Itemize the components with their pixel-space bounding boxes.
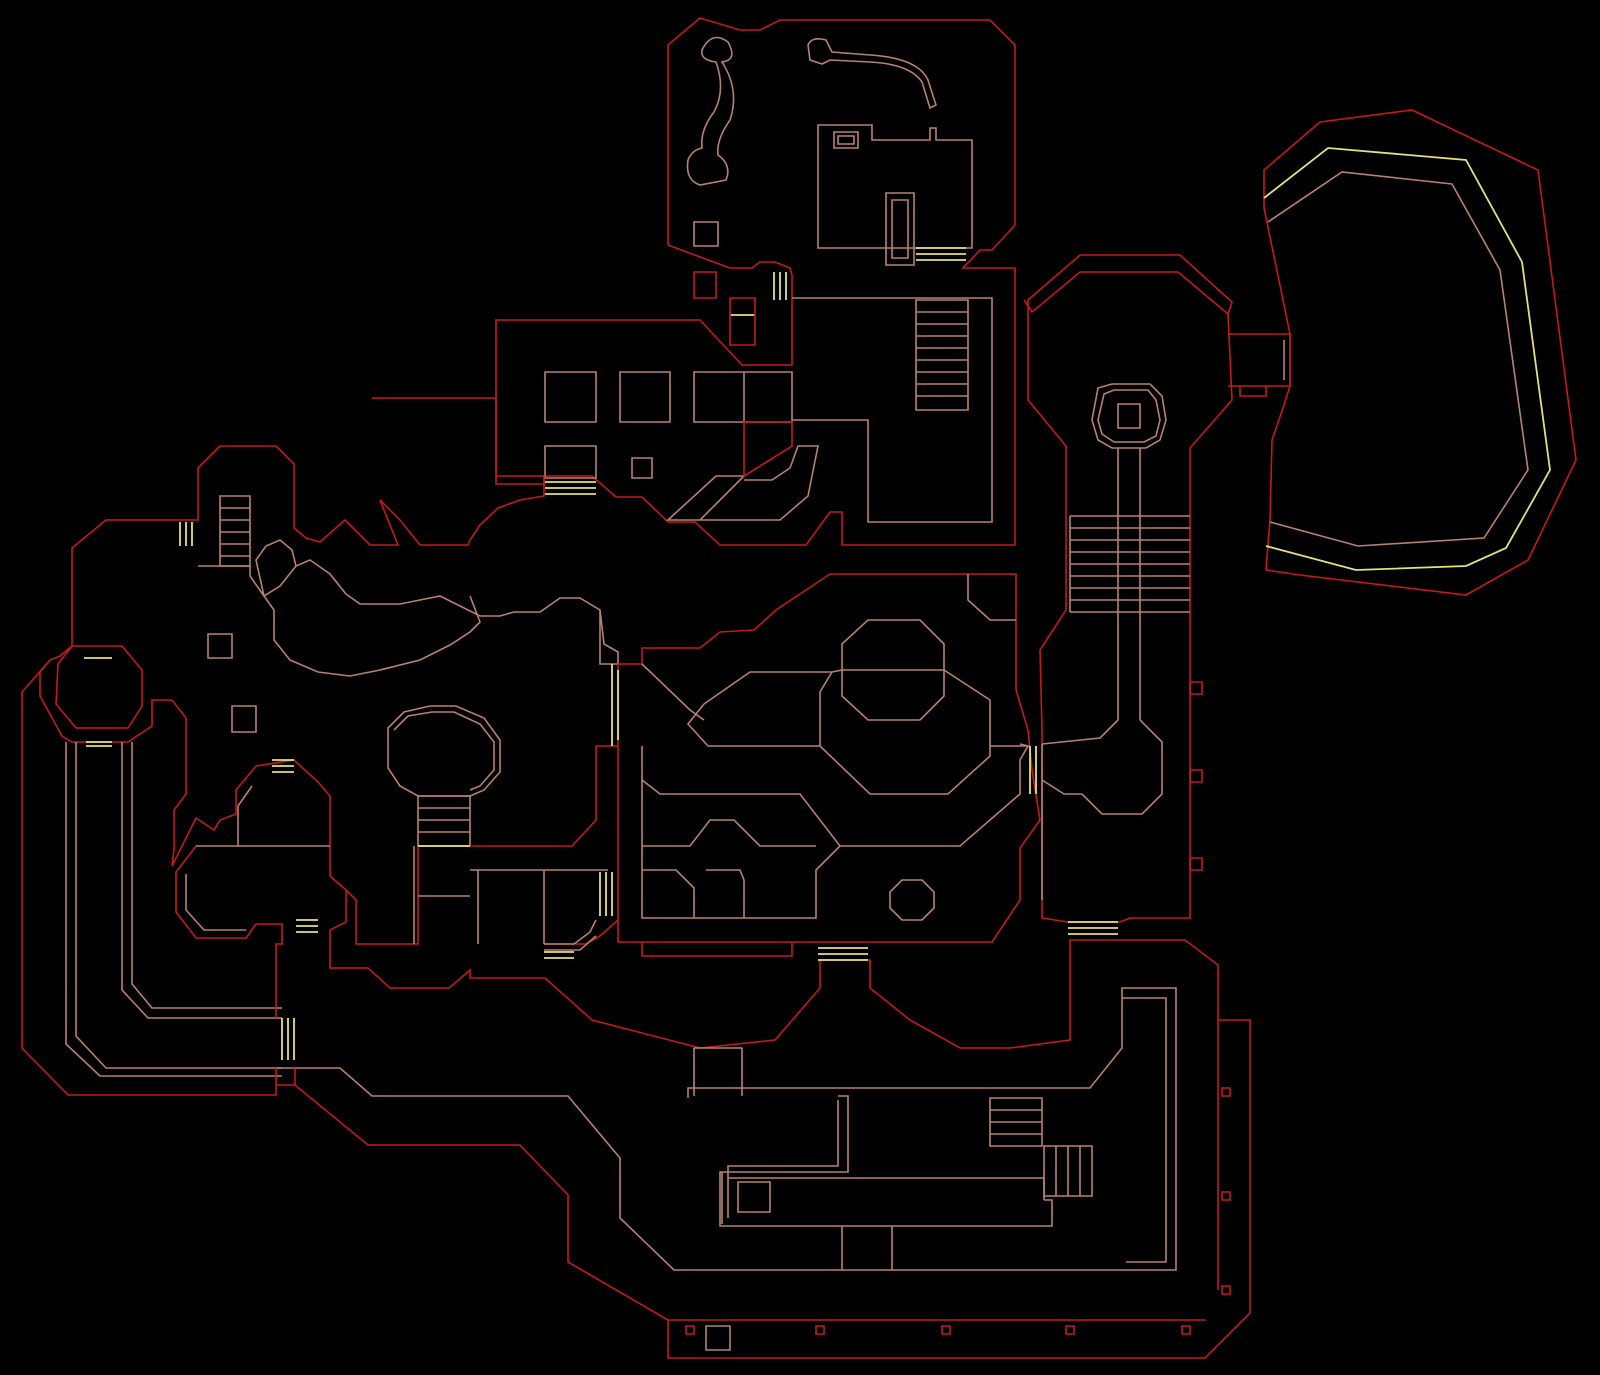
west-wing-hall-divider (413, 846, 608, 944)
north-house-pool-right (807, 38, 937, 110)
west-wing-courtyard (198, 539, 619, 677)
west-wing-ladder (219, 495, 251, 567)
north-house-crate (693, 221, 719, 247)
west-wing-west-corridor (39, 659, 347, 931)
central-hall-south-door (818, 947, 868, 961)
south-courtyard-stairs-a (989, 1097, 1043, 1147)
west-wing-area (21, 397, 1251, 1359)
north-house-area (495, 17, 1016, 546)
central-hall-outer-wall (617, 573, 1041, 943)
central-hall-west-diagonal (641, 663, 705, 721)
east-tower-outer-wall (1027, 254, 1233, 923)
south-courtyard-balcony (668, 1020, 1219, 1321)
north-house-outer-wall (495, 17, 1016, 546)
north-house-key-pedestal (833, 131, 859, 149)
west-wing-octagon-room (55, 645, 143, 729)
east-tower-wall-lights (1189, 681, 1203, 871)
north-house-lift-ramp (665, 445, 819, 521)
south-courtyard-area (275, 987, 1231, 1351)
south-courtyard-crate (737, 1181, 771, 1213)
south-courtyard-raised-platform (719, 1095, 1053, 1227)
north-house-pillars (544, 371, 793, 479)
exit-arena-ledge-edge (1263, 147, 1551, 571)
central-hall-area (617, 573, 1041, 961)
central-hall-lower-ring (641, 745, 1030, 919)
south-courtyard-doorway (841, 1226, 893, 1270)
north-house-east-room (792, 297, 993, 523)
east-tower-corridor (1041, 448, 1163, 815)
central-hall-inner-octagon (841, 619, 945, 721)
south-courtyard-stairs-b (1043, 1145, 1093, 1197)
south-courtyard-pillar-block (693, 1047, 743, 1096)
south-courtyard-inner-wall (276, 987, 1177, 1271)
east-tower-stairs (1069, 515, 1190, 613)
central-hall-south-ledge (641, 942, 793, 957)
south-courtyard-balcony-crate (705, 1325, 731, 1351)
north-house-lift-frame (743, 421, 793, 478)
west-wing-round-room-stairs (417, 795, 471, 847)
north-house-doors (545, 247, 966, 495)
north-house-pool-left (686, 36, 735, 186)
west-wing-inner-loop (65, 742, 282, 1077)
east-tower-top-rim (1023, 271, 1229, 315)
exit-arena-area (1263, 109, 1577, 596)
north-house-staircase (915, 299, 969, 411)
east-tower-round-pit (1091, 383, 1167, 449)
south-courtyard-lights (685, 1087, 1231, 1335)
north-house-alcove (693, 271, 756, 346)
west-wing-doors (84, 522, 619, 1060)
central-hall-ring (686, 669, 991, 795)
west-wing-ramp (544, 919, 597, 951)
west-wing-outer-wall (21, 397, 1251, 1359)
south-courtyard-west-step (275, 1068, 296, 1085)
west-wing-round-room (387, 705, 501, 797)
east-tower-connector (1228, 333, 1291, 397)
east-tower-doors (1029, 746, 1118, 935)
central-hall-corner-notch (967, 574, 1016, 621)
exit-arena-ledge-inner (1267, 171, 1529, 547)
north-house-inner-closet (885, 192, 915, 266)
west-wing-hall (345, 664, 619, 945)
east-tower-area (1019, 254, 1291, 935)
west-wing-crates (207, 633, 257, 733)
exit-arena-outer-wall (1263, 109, 1577, 596)
west-wing-south-room-inner (185, 785, 330, 931)
central-hall-small-octagon (889, 879, 935, 921)
east-tower-inner-line (1019, 743, 1043, 900)
west-wing-south-room (175, 845, 283, 1018)
